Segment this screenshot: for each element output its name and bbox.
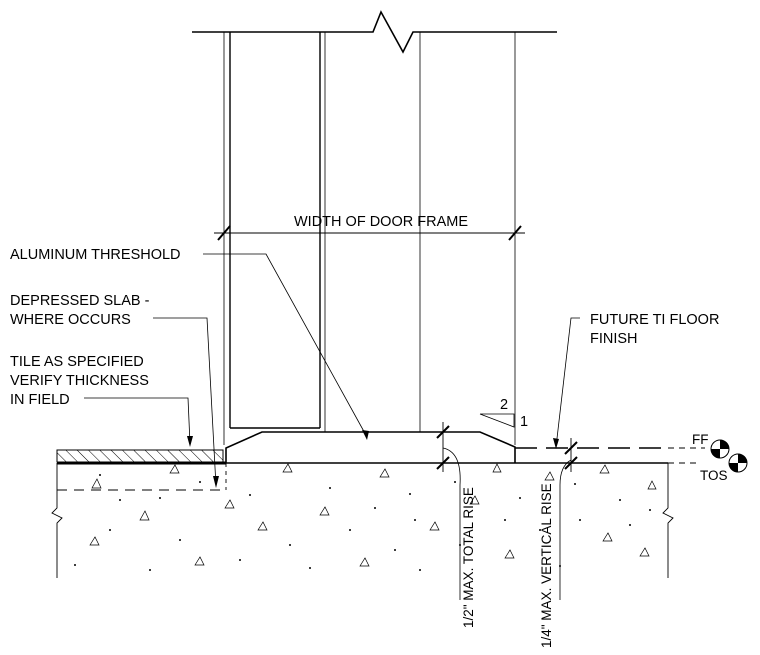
leaders bbox=[84, 253, 580, 487]
depressed-slab-label-1: DEPRESSED SLAB - bbox=[10, 293, 150, 309]
concrete-stipple bbox=[74, 463, 657, 571]
future-ti-label-1: FUTURE TI FLOOR bbox=[590, 312, 719, 328]
tile-label-1: TILE AS SPECIFIED bbox=[10, 354, 144, 370]
door-width-label: WIDTH OF DOOR FRAME bbox=[294, 214, 468, 230]
slab-edges bbox=[51, 463, 674, 578]
floor-assembly bbox=[56, 431, 705, 491]
depressed-slab-label-2: WHERE OCCURS bbox=[10, 312, 131, 328]
vertical-rise-label: 1/4" MAX. VERTICAL RISE bbox=[539, 483, 554, 648]
rise-dimensions bbox=[436, 422, 578, 600]
total-rise-label: 1/2" MAX. TOTAL RISE bbox=[461, 487, 476, 628]
leader-arrows bbox=[187, 430, 559, 488]
future-ti-label-2: FINISH bbox=[590, 331, 638, 347]
tile-label-2: VERIFY THICKNESS bbox=[10, 373, 149, 389]
break-line bbox=[192, 10, 557, 54]
door-frame bbox=[192, 10, 557, 445]
aluminum-threshold-label: ALUMINUM THRESHOLD bbox=[10, 247, 181, 263]
slope-rise-label: 2 bbox=[500, 397, 508, 413]
ff-label: FF bbox=[692, 432, 709, 447]
tos-label: TOS bbox=[700, 468, 728, 483]
ff-level-marker bbox=[710, 439, 730, 459]
tile-label-3: IN FIELD bbox=[10, 392, 70, 408]
tile-finish bbox=[56, 449, 224, 463]
door-width-dimension bbox=[214, 225, 525, 241]
tos-level-marker bbox=[728, 453, 748, 473]
aluminum-threshold bbox=[225, 431, 516, 463]
slope-indicator bbox=[479, 413, 515, 428]
slope-run-label: 1 bbox=[520, 414, 528, 430]
